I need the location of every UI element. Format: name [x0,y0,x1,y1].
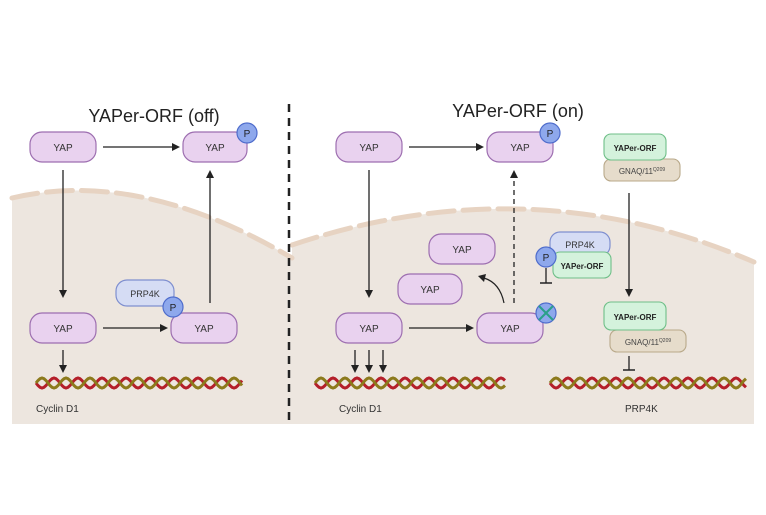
arrowhead [365,365,373,373]
gene-label-cyclin-d1: Cyclin D1 [339,404,382,415]
yap-label: YAP [205,143,225,154]
gene-label-cyclin-d1: Cyclin D1 [36,404,79,415]
yap-phosphorylated [182,131,248,163]
yap-label: YAP [510,143,530,154]
arrowhead [160,324,168,332]
right-panel-title: YAPer-ORF (on) [452,101,584,121]
left-panel: YAP YAP P YAP YAP PRP4K P Cyclin D1 [29,122,258,415]
yap-label: YAP [500,324,520,335]
phosphate-label: P [543,253,550,264]
yaper-orf-label: YAPer-ORF [561,262,604,271]
arrowhead [172,143,180,151]
arrowhead [476,143,484,151]
block-cross [538,305,554,321]
arrowhead [206,170,214,178]
yap-free [397,273,463,305]
phosphate-label: P [547,129,554,140]
left-panel-title: YAPer-ORF (off) [88,106,219,126]
nucleus-left [12,190,292,424]
yaper-orf-protein [552,251,612,279]
phosphate-marker [535,246,557,268]
phosphate-label: P [170,303,177,314]
gnaq-label: GNAQ/11Q209 [619,167,666,176]
prp4k-kinase [115,279,175,307]
nuclear-membrane-right [289,206,757,265]
yaper-orf-label: YAPer-ORF [614,313,657,322]
yap-nucleus [29,312,97,344]
phosphate-label: P [244,129,251,140]
yap-label: YAP [53,143,73,154]
dna-strand [34,376,244,390]
arrowhead [466,324,474,332]
yap-label: YAP [452,245,472,256]
yap-label: YAP [359,324,379,335]
arrowhead [510,170,518,178]
yap-cytoplasm [335,131,403,163]
dna-strand [313,376,507,390]
gene-label-prp4k: PRP4K [625,404,658,415]
yap-label: YAP [359,143,379,154]
yap-label: YAP [420,285,440,296]
yaper-orf-protein [603,301,667,331]
phosphate-marker [162,296,184,318]
arrowhead [379,365,387,373]
yap-label: YAP [194,324,214,335]
arrowhead [625,289,633,297]
yap-cytoplasm [29,131,97,163]
nuclear-membrane-left [9,188,295,261]
yaper-orf-protein [603,133,667,161]
yap-label: YAP [53,324,73,335]
dna-strand [313,376,507,390]
arrowhead [351,365,359,373]
dna-layer [34,376,748,390]
arrowhead [59,365,67,373]
arrowhead [365,290,373,298]
yap-free [428,233,496,265]
yap-phosphorylated [486,131,554,163]
dna-strand [34,376,244,390]
right-panel: YAP YAP P GNAQ/11Q209 YAPer-ORF YAP YAP … [335,122,687,415]
yap-nucleus [335,312,403,344]
release-arrow [483,277,505,304]
yap-bound-prp4k [170,312,238,344]
prp4k-label: PRP4K [130,289,160,299]
phosphate-marker [539,122,561,144]
dna-strand [548,376,748,390]
arrowhead [478,274,486,282]
yaper-orf-label: YAPer-ORF [614,144,657,153]
prp4k-label: PRP4K [565,240,595,250]
gnaq-label: GNAQ/11Q209 [625,338,672,347]
phosphate-marker [236,122,258,144]
yap-unphosphorylated [476,312,544,344]
arrowhead [59,290,67,298]
dna-strand [548,376,748,390]
